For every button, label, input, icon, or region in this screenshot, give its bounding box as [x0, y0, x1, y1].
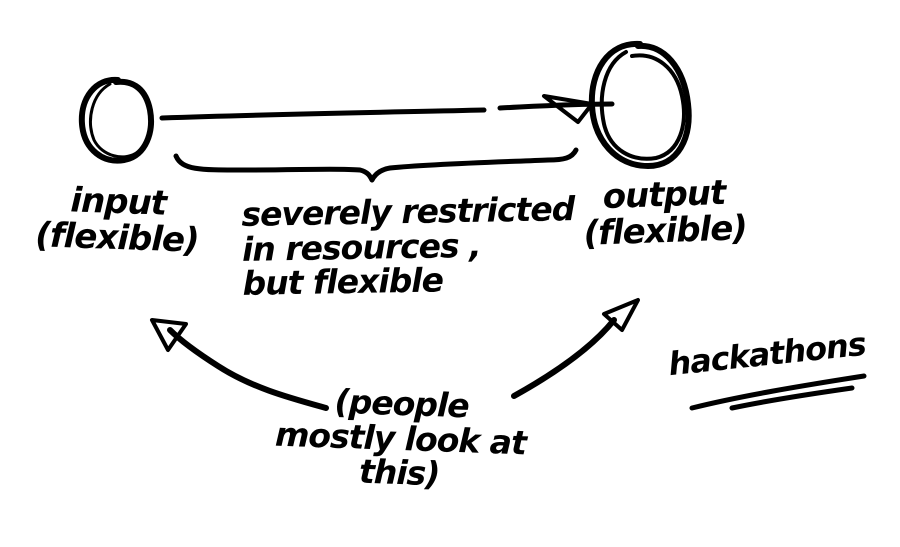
process-arrow-line	[159, 107, 487, 121]
input-label: input (flexible)	[34, 180, 201, 261]
topic-underline-1	[689, 373, 867, 411]
people-note: (people mostly look at this)	[273, 382, 527, 496]
output-label: output (flexible)	[582, 173, 748, 254]
people-to-input-arrowhead	[150, 318, 188, 352]
input-label-line-2: (flexible)	[34, 214, 200, 261]
people-to-output-arrow	[511, 317, 617, 399]
process-brace	[173, 147, 579, 183]
people-to-output-arrowhead	[602, 298, 640, 332]
input-node	[78, 76, 154, 164]
topic-underline-2	[729, 385, 855, 411]
middle-label-line-3: but flexible	[242, 260, 444, 304]
input-node-overstroke	[89, 82, 140, 159]
output-label-line-2: (flexible)	[582, 207, 748, 254]
output-node	[588, 40, 692, 169]
middle-label: severely restricted in resources , but f…	[241, 189, 576, 304]
process-arrow-head	[542, 94, 594, 124]
people-to-input-arrow	[167, 327, 329, 411]
output-node-overstroke	[599, 50, 686, 161]
